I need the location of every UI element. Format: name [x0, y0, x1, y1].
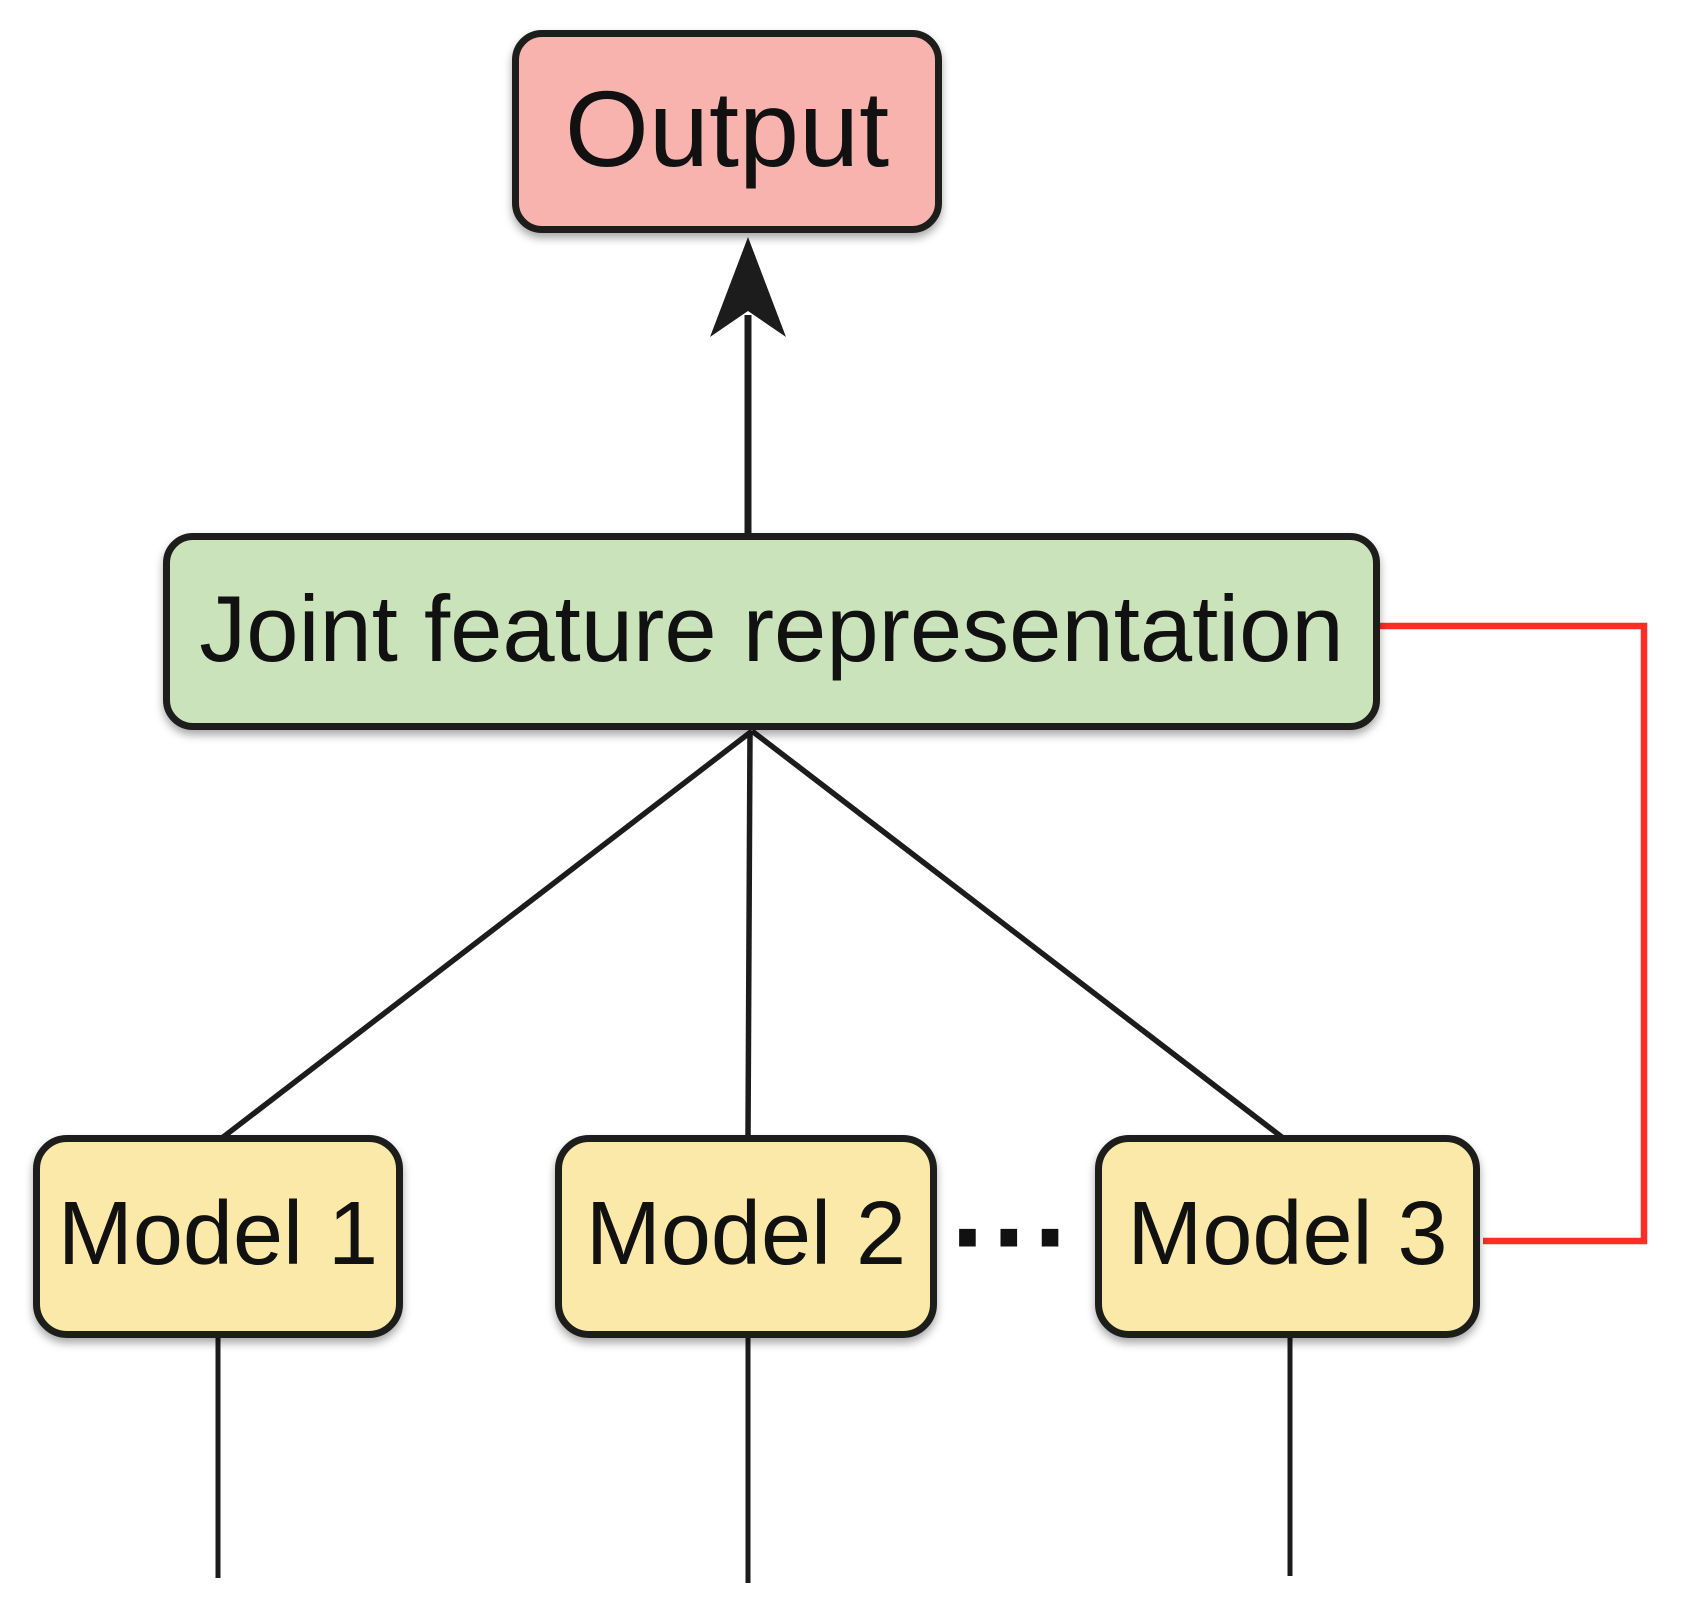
- joint-feature-representation-label: Joint feature representation: [199, 575, 1344, 681]
- model3-label: Model 3: [1127, 1183, 1448, 1284]
- model2-box: Model 2: [555, 1135, 937, 1338]
- connector-model3-to-joint: [750, 728, 1289, 1144]
- connector-model1-to-joint: [216, 728, 754, 1144]
- output-label: Output: [564, 67, 890, 189]
- model3-box: Model 3: [1095, 1135, 1480, 1338]
- models-ellipsis: ···: [951, 1171, 1075, 1303]
- output-box: Output: [512, 30, 942, 233]
- model1-label: Model 1: [57, 1183, 379, 1284]
- model2-label: Model 2: [585, 1183, 907, 1284]
- joint-feature-representation-box: Joint feature representation: [163, 533, 1380, 730]
- connector-model2-to-joint: [745, 730, 753, 1139]
- arrow-joint-to-output-head: [710, 237, 786, 337]
- model1-box: Model 1: [33, 1135, 403, 1338]
- feedback-connector-joint-to-model3: [1380, 622, 1648, 1245]
